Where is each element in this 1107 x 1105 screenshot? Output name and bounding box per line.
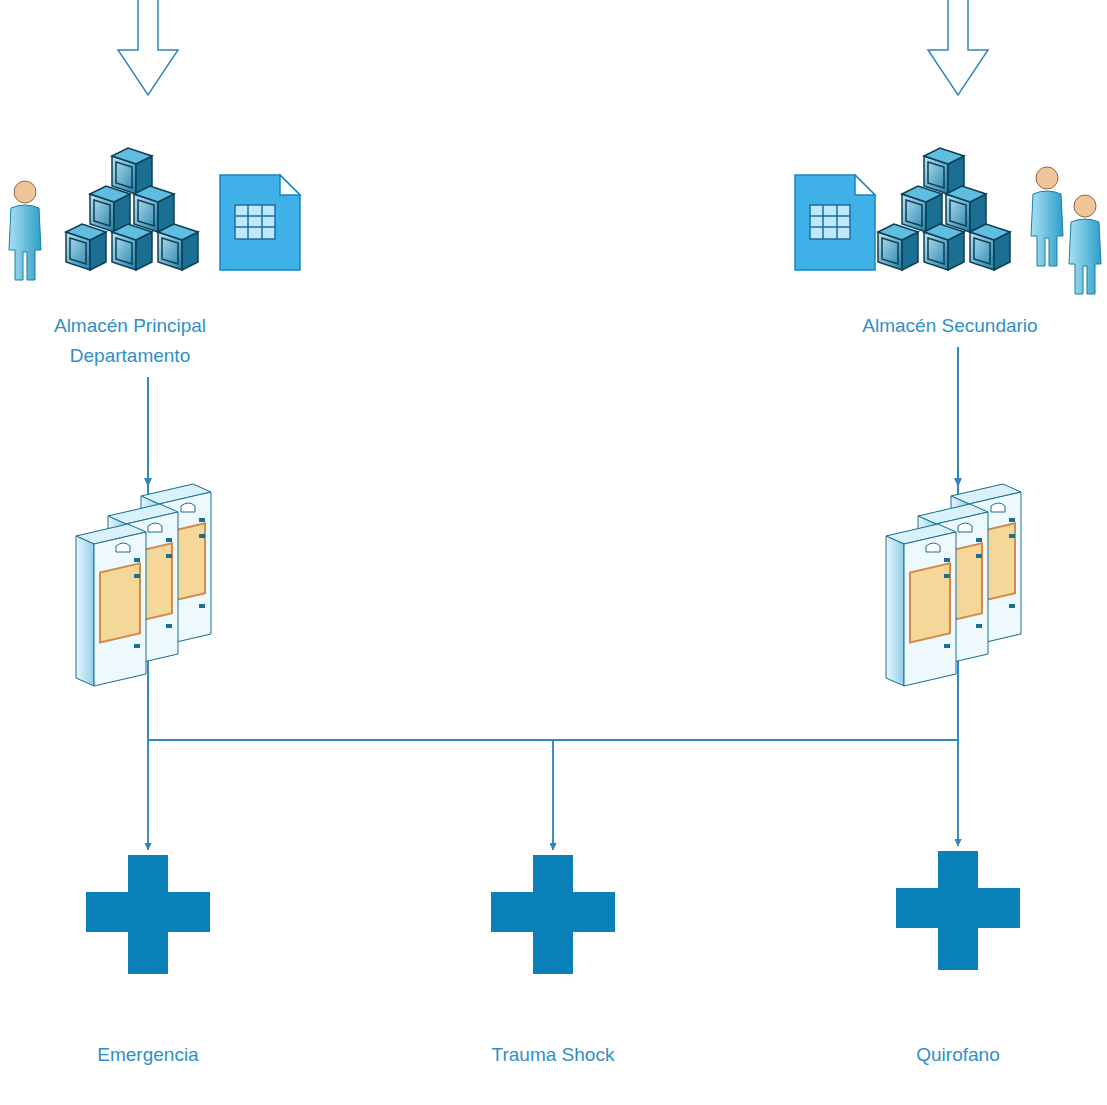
cross-shape	[86, 855, 210, 974]
medical-unit: Quirofano	[878, 846, 1038, 1074]
node-label: Trauma Shock	[492, 1040, 615, 1070]
medical-unit: Emergencia	[68, 850, 228, 1074]
medical-cross	[473, 850, 633, 980]
node-label: Quirofano	[916, 1040, 999, 1070]
node-label: Almacén Secundario	[862, 311, 1037, 341]
warehouse-node: Almacén Principal Departamento	[5, 135, 255, 375]
warehouse-node: Almacén Secundario	[800, 135, 1100, 345]
feed-arrowhead	[144, 478, 962, 487]
cross-shape	[491, 855, 615, 974]
feed-line	[148, 378, 958, 480]
node-label: Emergencia	[97, 1040, 198, 1070]
connector	[148, 347, 958, 850]
medical-unit: Trauma Shock	[473, 850, 633, 1074]
medical-cross	[878, 846, 1038, 976]
medical-cross	[68, 850, 228, 980]
node-label: Almacén Principal Departamento	[30, 311, 230, 371]
cross-shape	[896, 851, 1020, 970]
